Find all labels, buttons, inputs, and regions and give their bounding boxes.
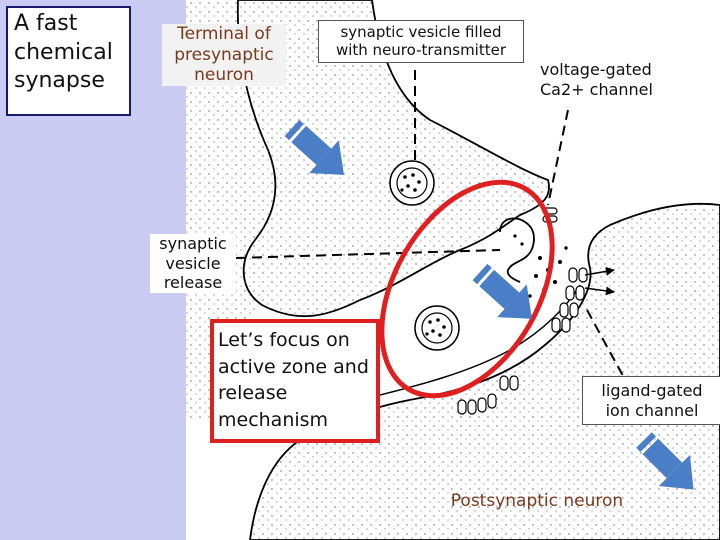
blue-arrow-postsynaptic — [636, 432, 694, 490]
label-vesicle-release: synaptic vesicle release — [150, 234, 236, 293]
postsynaptic-neuron — [249, 202, 720, 540]
leader-ca-channel — [547, 109, 569, 206]
blue-arrow-presynaptic — [284, 119, 345, 175]
label-ca-channel: voltage-gated Ca2+ channel — [540, 60, 664, 100]
synaptic-vesicle — [389, 160, 435, 206]
leader-vesicle-release — [235, 249, 501, 259]
fusing-vesicle — [499, 217, 535, 283]
ligand-gated-channels — [457, 267, 588, 415]
label-postsynaptic: Postsynaptic neuron — [450, 491, 624, 511]
focus-note: Let’s focus on active zone and release m… — [210, 319, 380, 443]
label-ligand-channel: ligand-gated ion channel — [582, 376, 720, 426]
blue-arrow-release — [472, 263, 533, 319]
synaptic-vesicle-2 — [414, 305, 460, 351]
slide-title: A fast chemical synapse — [6, 6, 131, 116]
leader-ligand-channel — [586, 309, 629, 386]
active-zone-highlight — [379, 179, 555, 399]
presynaptic-body — [186, 0, 276, 420]
label-vesicle-filled: synaptic vesicle filled with neuro-trans… — [318, 20, 524, 63]
label-presynaptic-terminal: Terminal of presynaptic neuron — [162, 24, 286, 87]
